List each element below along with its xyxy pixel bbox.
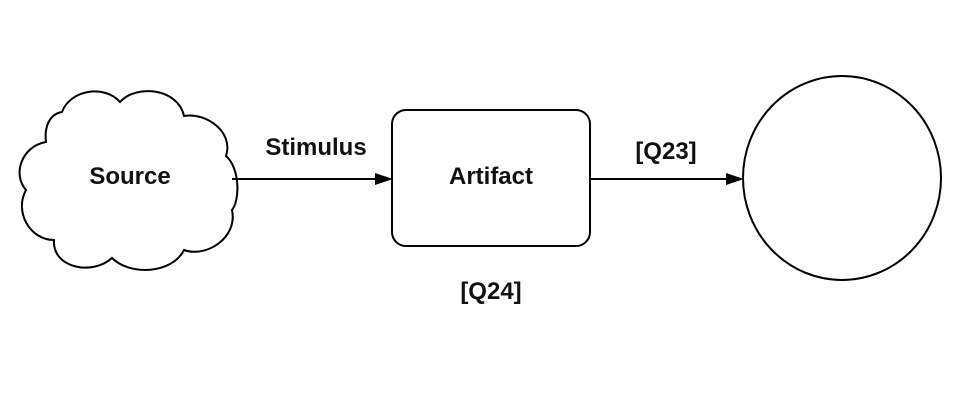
environment-label: [Q24] <box>460 278 521 305</box>
response-edge-label: [Q23] <box>635 138 696 165</box>
source-cloud-shape <box>18 90 239 271</box>
artifact-node: Artifact <box>391 109 591 247</box>
stimulus-arrowhead <box>375 173 393 185</box>
response-node <box>742 75 942 281</box>
stimulus-label: Stimulus <box>265 134 366 161</box>
response-circle <box>742 75 942 281</box>
source-label: Source <box>89 163 170 190</box>
response-arrowhead <box>726 173 744 185</box>
edge-artifact-to-response: [Q23] <box>590 138 744 185</box>
edge-source-to-artifact: Stimulus <box>232 134 393 185</box>
artifact-label: Artifact <box>449 163 533 190</box>
source-node: Source <box>18 90 239 271</box>
